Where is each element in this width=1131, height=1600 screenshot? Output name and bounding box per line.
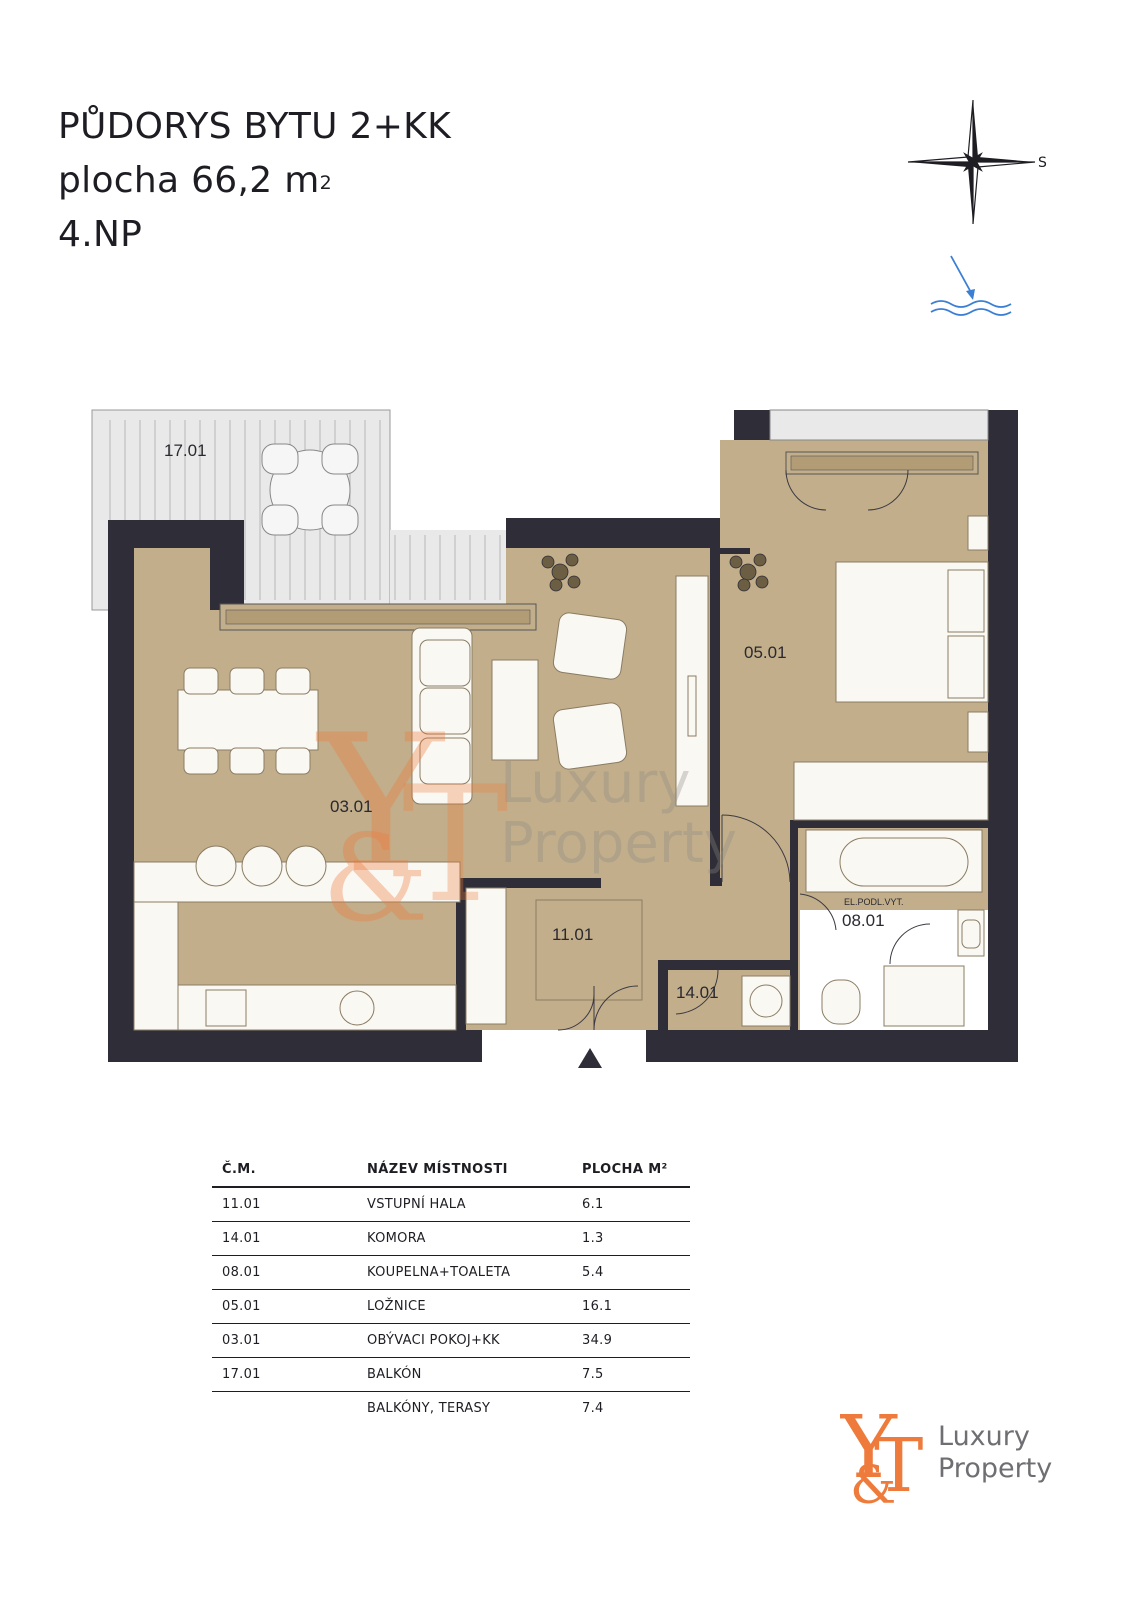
table-cell-area: 6.1 bbox=[572, 1187, 690, 1222]
compass-rose-icon: S bbox=[907, 99, 1047, 225]
table-cell-name: OBÝVACI POKOJ+KK bbox=[357, 1323, 572, 1358]
title-area-sup: 2 bbox=[319, 172, 332, 194]
compass-south-label: S bbox=[1038, 155, 1047, 171]
radiator-living bbox=[219, 603, 537, 631]
logo-text-2: Property bbox=[938, 1453, 1052, 1484]
table-cell-area: 5.4 bbox=[572, 1255, 690, 1290]
floor-plan: Y & T Luxury Property 17.01 03.01 05.01 … bbox=[91, 409, 1018, 1068]
table-cell-name: KOMORA bbox=[357, 1221, 572, 1256]
table-header-number: Č.M. bbox=[212, 1152, 357, 1188]
table-cell-name: BALKÓN bbox=[357, 1357, 572, 1392]
table-row: BALKÓNY, TERASY 7.4 bbox=[212, 1392, 690, 1426]
table-cell-number bbox=[212, 1392, 357, 1426]
table-row: 17.01 BALKÓN 7.5 bbox=[212, 1357, 690, 1392]
interior-walls bbox=[210, 520, 988, 1030]
room-label-balcony: 17.01 bbox=[164, 441, 207, 460]
table-cell-area: 7.4 bbox=[582, 1401, 604, 1416]
doors bbox=[557, 469, 931, 1031]
table-cell-number: 03.01 bbox=[212, 1323, 357, 1358]
plant-icon bbox=[541, 553, 769, 592]
table-header-row: Č.M. NÁZEV MÍSTNOSTI PLOCHA M² bbox=[212, 1152, 690, 1188]
table-header-area: PLOCHA M² bbox=[572, 1152, 690, 1188]
svg-text:&: & bbox=[322, 810, 429, 949]
table-row: 14.01 KOMORA 1.3 bbox=[212, 1221, 690, 1256]
entrance-arrow-icon bbox=[578, 1048, 602, 1068]
svg-text:Y: Y bbox=[840, 1398, 898, 1498]
brand-logo: Y & T Luxury Property bbox=[840, 1398, 1052, 1515]
room-label-hall: 11.01 bbox=[552, 925, 593, 944]
svg-text:T: T bbox=[874, 1423, 923, 1509]
title-floor: 4.NP bbox=[58, 214, 143, 255]
room-table: Č.M. NÁZEV MÍSTNOSTI PLOCHA M² 11.01 VST… bbox=[212, 1152, 690, 1425]
table-row: 08.01 KOUPELNA+TOALETA 5.4 bbox=[212, 1255, 690, 1290]
table-cell-number: 05.01 bbox=[212, 1289, 357, 1324]
svg-text:Y: Y bbox=[315, 694, 446, 915]
plan-title: PŮDORYS BYTU 2+KK plocha 66,2 m2 4.NP bbox=[58, 100, 451, 262]
water-view-icon bbox=[930, 255, 1012, 316]
table-cell-number: 17.01 bbox=[212, 1357, 357, 1392]
svg-text:T: T bbox=[402, 751, 509, 938]
table-cell-name: LOŽNICE bbox=[357, 1289, 572, 1324]
table-cell-area: 34.9 bbox=[572, 1323, 690, 1358]
room-note-bathroom: EL.PODL.VYT. bbox=[844, 897, 904, 907]
furniture bbox=[133, 515, 989, 1031]
title-layout: PŮDORYS BYTU 2+KK bbox=[58, 106, 451, 147]
room-label-bathroom: 08.01 bbox=[842, 911, 885, 930]
radiator-bedroom bbox=[785, 451, 979, 475]
table-cell-name: BALKÓNY, TERASY bbox=[367, 1401, 491, 1416]
room-label-storage: 14.01 bbox=[676, 983, 719, 1002]
title-area-text: plocha 66,2 m bbox=[58, 160, 320, 201]
svg-text:&: & bbox=[850, 1456, 896, 1515]
room-label-living: 03.01 bbox=[330, 797, 373, 816]
table-row: 03.01 OBÝVACI POKOJ+KK 34.9 bbox=[212, 1323, 690, 1358]
table-cell-number: 14.01 bbox=[212, 1221, 357, 1256]
table-header-name: NÁZEV MÍSTNOSTI bbox=[357, 1152, 572, 1188]
title-area: plocha 66,2 m2 bbox=[58, 154, 451, 208]
table-cell-name: KOUPELNA+TOALETA bbox=[357, 1255, 572, 1290]
table-row: 05.01 LOŽNICE 16.1 bbox=[212, 1289, 690, 1324]
table-cell-number: 11.01 bbox=[212, 1187, 357, 1222]
table-row: 11.01 VSTUPNÍ HALA 6.1 bbox=[212, 1187, 690, 1222]
table-cell-name: VSTUPNÍ HALA bbox=[357, 1187, 572, 1222]
table-cell-area: 7.5 bbox=[572, 1357, 690, 1392]
watermark: Y & T Luxury Property bbox=[315, 694, 737, 949]
room-label-bedroom: 05.01 bbox=[744, 643, 787, 662]
watermark-text-1: Luxury bbox=[500, 751, 691, 816]
table-cell-area: 1.3 bbox=[572, 1221, 690, 1256]
logo-text-1: Luxury bbox=[938, 1421, 1030, 1452]
table-cell-number: 08.01 bbox=[212, 1255, 357, 1290]
table-cell-area: 16.1 bbox=[572, 1289, 690, 1324]
watermark-text-2: Property bbox=[500, 811, 737, 876]
